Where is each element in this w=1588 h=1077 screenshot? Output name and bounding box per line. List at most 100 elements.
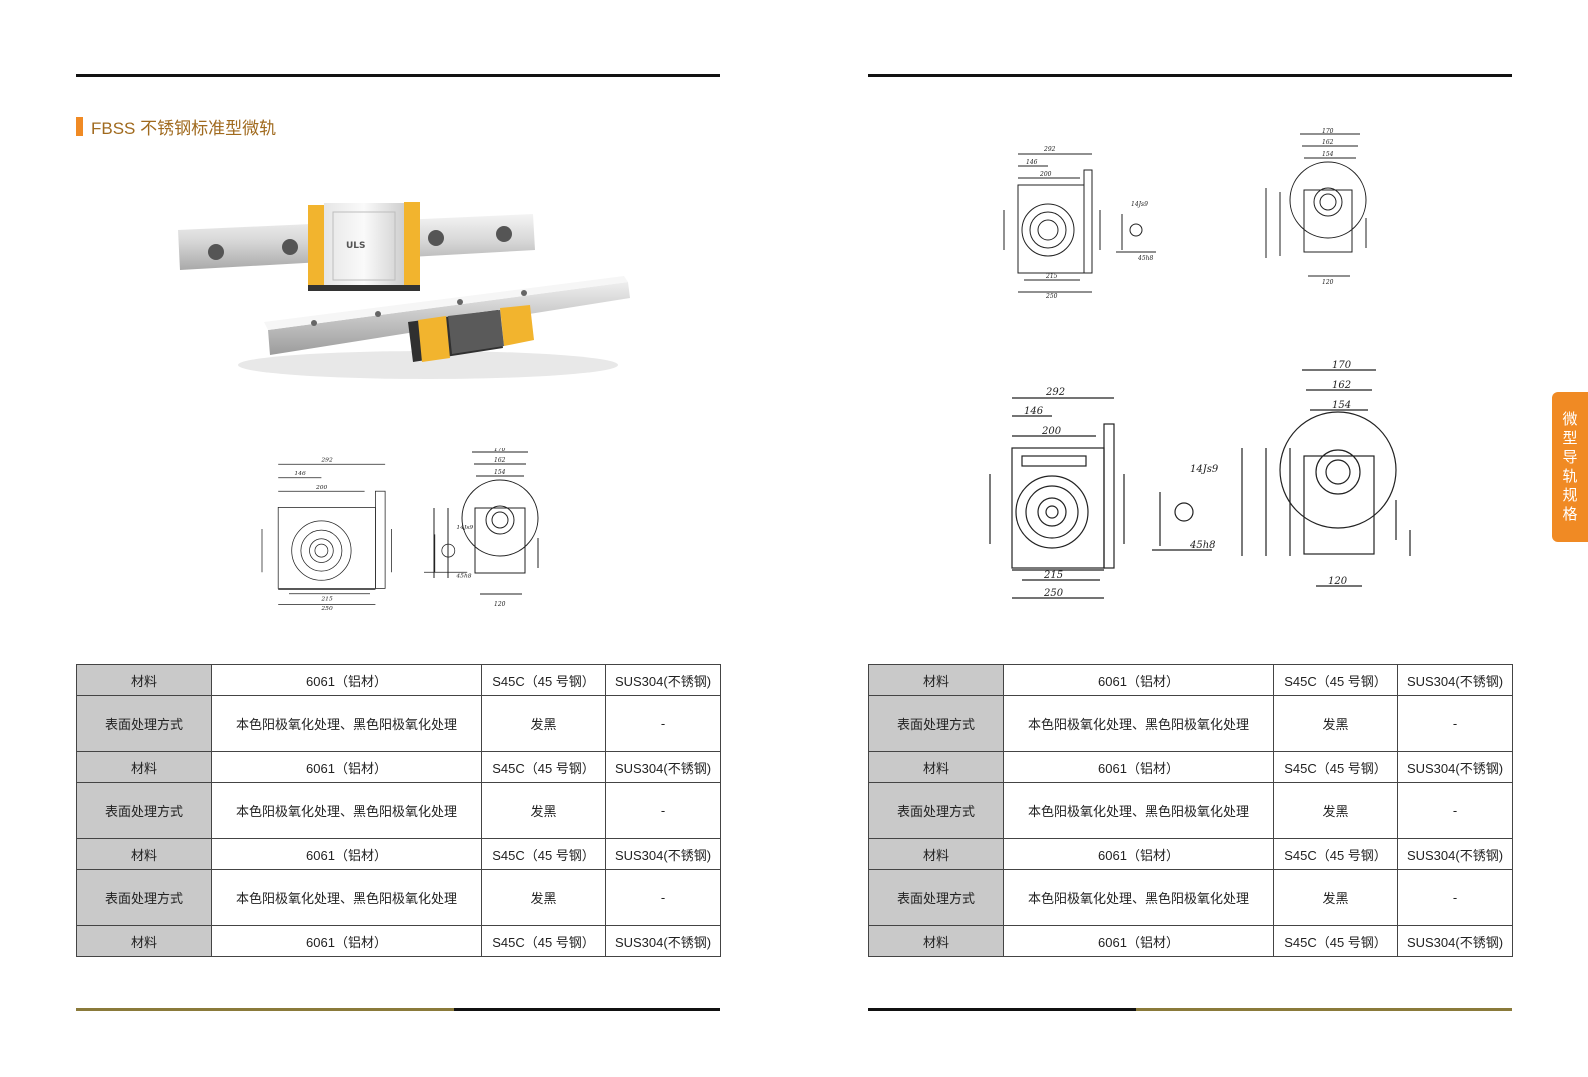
table-cell: S45C（45 号钢）	[1273, 838, 1398, 870]
table-cell: SUS304(不锈钢)	[1397, 838, 1513, 870]
table-cell: 本色阳极氧化处理、黑色阳极氧化处理	[1003, 695, 1274, 752]
table-cell: 发黑	[1273, 695, 1398, 752]
svg-text:292: 292	[1043, 146, 1056, 153]
svg-text:200: 200	[1039, 171, 1052, 178]
table-cell: 本色阳极氧化处理、黑色阳极氧化处理	[211, 695, 482, 752]
table-cell: 材料	[76, 751, 212, 783]
table-cell: 6061（铝材）	[211, 751, 482, 783]
table-cell: SUS304(不锈钢)	[605, 751, 721, 783]
table-row: 表面处理方式 本色阳极氧化处理、黑色阳极氧化处理 发黑 -	[868, 782, 1513, 839]
svg-text:45h8: 45h8	[1189, 540, 1216, 551]
title-accent-bar	[76, 116, 83, 136]
svg-text:14Js9: 14Js9	[456, 524, 473, 531]
table-row: 材料 6061（铝材） S45C（45 号钢） SUS304(不锈钢)	[868, 838, 1513, 870]
table-row: 表面处理方式 本色阳极氧化处理、黑色阳极氧化处理 发黑 -	[76, 695, 721, 752]
svg-text:120: 120	[1328, 576, 1348, 587]
svg-text:250: 250	[1043, 588, 1064, 599]
table-cell: 表面处理方式	[76, 782, 212, 839]
table-cell: 材料	[76, 838, 212, 870]
svg-text:170: 170	[1322, 128, 1334, 135]
svg-text:154: 154	[494, 469, 506, 476]
table-row: 材料 6061（铝材） S45C（45 号钢） SUS304(不锈钢)	[76, 751, 721, 783]
svg-text:162: 162	[1322, 139, 1334, 146]
dimension-drawing-right-large-front: 170 162 154 120	[1236, 360, 1426, 600]
svg-text:ULS: ULS	[346, 241, 366, 251]
svg-text:162: 162	[1332, 380, 1351, 391]
svg-text:250: 250	[1045, 293, 1058, 298]
table-cell: -	[605, 782, 721, 839]
svg-text:200: 200	[315, 484, 328, 491]
top-rule-right	[868, 74, 1512, 77]
svg-text:146: 146	[294, 470, 306, 477]
table-cell: -	[1397, 782, 1513, 839]
product-photo: ULS	[178, 190, 638, 390]
top-rule-left	[76, 74, 720, 77]
table-row: 材料 6061（铝材） S45C（45 号钢） SUS304(不锈钢)	[76, 925, 721, 957]
side-tab-char: 格	[1562, 506, 1578, 523]
svg-text:45h8: 45h8	[455, 573, 471, 580]
table-cell: S45C（45 号钢）	[1273, 751, 1398, 783]
svg-text:120: 120	[494, 601, 506, 608]
table-cell: SUS304(不锈钢)	[1397, 751, 1513, 783]
table-row: 表面处理方式 本色阳极氧化处理、黑色阳极氧化处理 发黑 -	[76, 782, 721, 839]
svg-text:162: 162	[494, 457, 506, 464]
svg-text:120: 120	[1322, 279, 1334, 286]
svg-text:146: 146	[1026, 159, 1038, 166]
table-cell: 表面处理方式	[868, 782, 1004, 839]
table-cell: -	[605, 869, 721, 926]
table-cell: 发黑	[481, 695, 606, 752]
dimension-drawing-small: 292 146 200 215 250 14Js9 45h8	[238, 448, 556, 610]
table-cell: 表面处理方式	[76, 695, 212, 752]
side-tab-char: 轨	[1562, 468, 1578, 485]
svg-text:170: 170	[494, 448, 506, 453]
table-cell: 表面处理方式	[76, 869, 212, 926]
spec-table-right: 材料 6061（铝材） S45C（45 号钢） SUS304(不锈钢) 表面处理…	[868, 664, 1513, 957]
table-cell: 6061（铝材）	[211, 664, 482, 696]
table-cell: -	[1397, 695, 1513, 752]
table-cell: 材料	[868, 751, 1004, 783]
table-cell: 材料	[868, 664, 1004, 696]
table-row: 材料 6061（铝材） S45C（45 号钢） SUS304(不锈钢)	[868, 664, 1513, 696]
table-cell: S45C（45 号钢）	[481, 838, 606, 870]
svg-text:154: 154	[1322, 151, 1334, 158]
table-cell: 发黑	[1273, 782, 1398, 839]
section-title: FBSS 不锈钢标准型微轨	[76, 116, 276, 138]
spec-table-left: 材料 6061（铝材） S45C（45 号钢） SUS304(不锈钢) 表面处理…	[76, 664, 721, 957]
side-tab-char: 型	[1562, 430, 1578, 447]
table-row: 材料 6061（铝材） S45C（45 号钢） SUS304(不锈钢)	[76, 838, 721, 870]
table-cell: S45C（45 号钢）	[481, 925, 606, 957]
svg-text:170: 170	[1332, 360, 1352, 371]
table-cell: 材料	[868, 925, 1004, 957]
svg-text:215: 215	[1043, 570, 1063, 581]
table-cell: SUS304(不锈钢)	[1397, 925, 1513, 957]
svg-text:154: 154	[1332, 400, 1351, 411]
table-cell: 表面处理方式	[868, 695, 1004, 752]
svg-text:200: 200	[1041, 426, 1062, 437]
svg-text:45h8: 45h8	[1137, 255, 1153, 262]
table-cell: 6061（铝材）	[211, 838, 482, 870]
svg-text:146: 146	[1024, 406, 1044, 417]
svg-text:292: 292	[320, 457, 333, 464]
table-cell: 6061（铝材）	[1003, 838, 1274, 870]
side-tab-char: 导	[1562, 449, 1578, 466]
table-cell: 6061（铝材）	[1003, 751, 1274, 783]
table-cell: 本色阳极氧化处理、黑色阳极氧化处理	[211, 869, 482, 926]
table-cell: SUS304(不锈钢)	[605, 925, 721, 957]
table-cell: S45C（45 号钢）	[1273, 664, 1398, 696]
table-cell: -	[1397, 869, 1513, 926]
dimension-drawing-right-large-side: 292 146 200 215 250 14Js9 45h8	[976, 384, 1226, 608]
table-cell: 发黑	[481, 782, 606, 839]
side-tab-micro-guide-spec[interactable]: 微 型 导 轨 规 格	[1552, 392, 1588, 542]
table-cell: 发黑	[481, 869, 606, 926]
bottom-rule-left	[76, 1008, 720, 1011]
side-tab-char: 规	[1562, 487, 1578, 504]
table-cell: 发黑	[1273, 869, 1398, 926]
table-cell: S45C（45 号钢）	[481, 751, 606, 783]
svg-text:215: 215	[1045, 273, 1058, 280]
table-cell: 本色阳极氧化处理、黑色阳极氧化处理	[211, 782, 482, 839]
bottom-rule-right	[868, 1008, 1512, 1011]
table-cell: 材料	[76, 664, 212, 696]
table-row: 材料 6061（铝材） S45C（45 号钢） SUS304(不锈钢)	[868, 925, 1513, 957]
table-row: 表面处理方式 本色阳极氧化处理、黑色阳极氧化处理 发黑 -	[868, 695, 1513, 752]
table-cell: 本色阳极氧化处理、黑色阳极氧化处理	[1003, 869, 1274, 926]
